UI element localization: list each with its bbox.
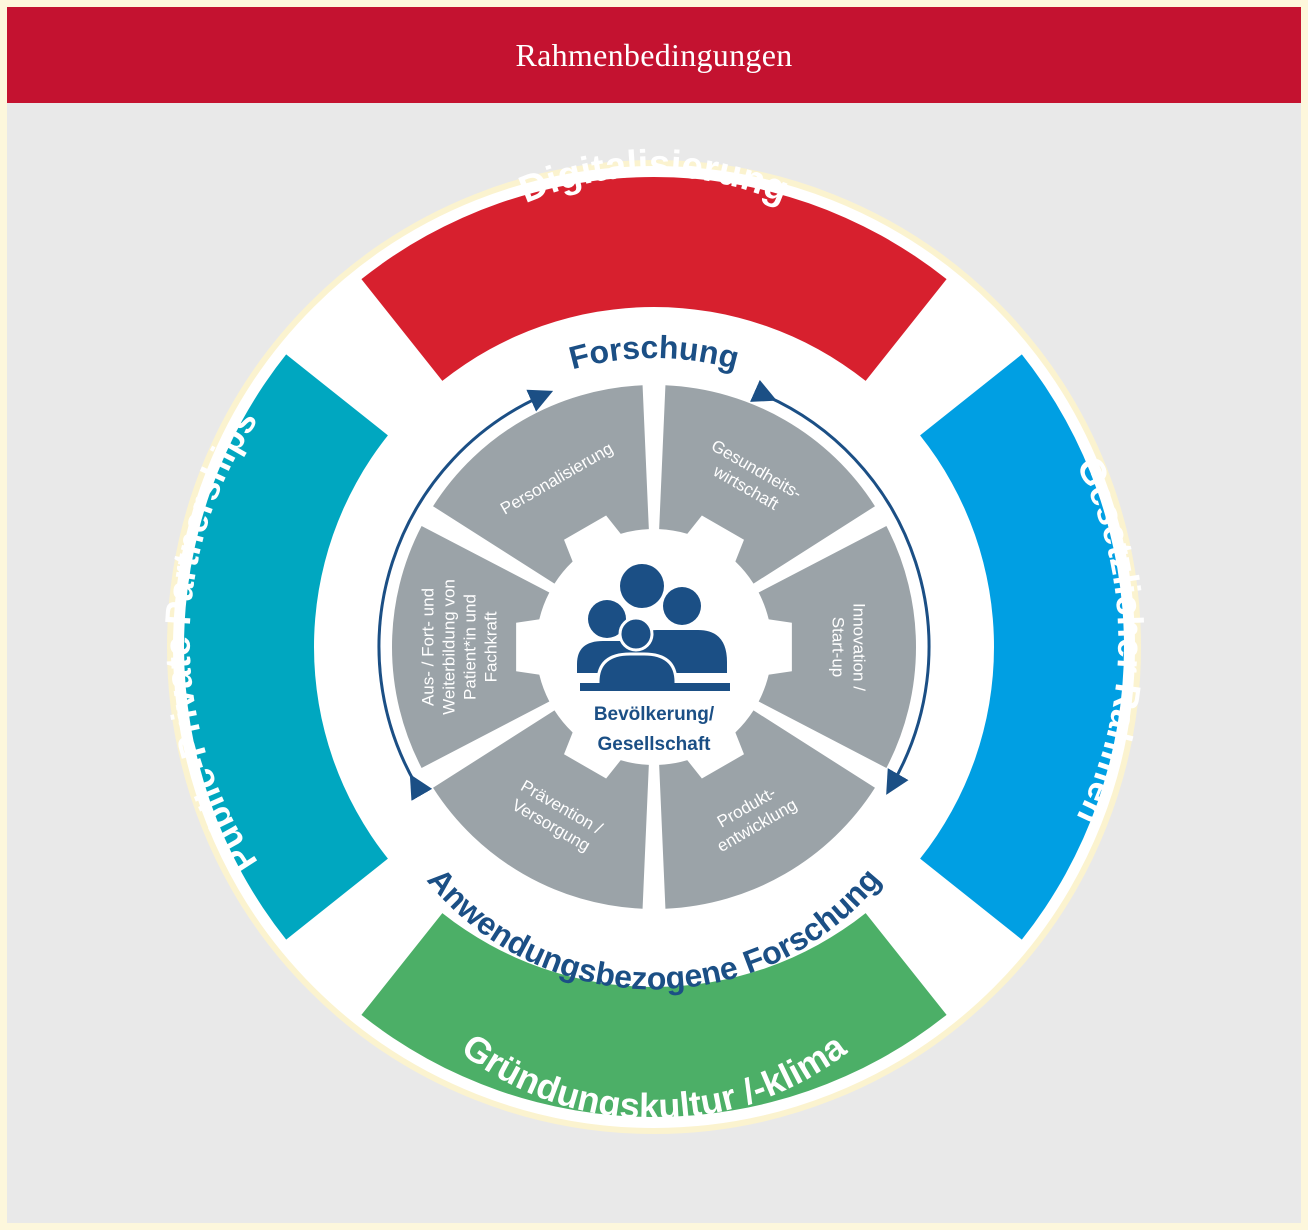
center-label-line1: Bevölkerung/ (594, 704, 715, 725)
band-public-private (183, 354, 388, 940)
research-cycle-arrows (377, 379, 931, 801)
segment-label-3: Innovation /Start-up (829, 603, 869, 691)
outer-band (183, 176, 1125, 1118)
segment-label-line: Start-up (829, 617, 848, 677)
segment-label-line: Innovation / (850, 603, 869, 691)
segment-label-line: Patient*in und (461, 594, 480, 700)
center-label-line2: Gesellschaft (598, 734, 712, 755)
segment-label-line: Weiterbildung von (440, 579, 459, 715)
arrow-left (377, 389, 554, 801)
people-group-icon (577, 564, 730, 692)
header-bar: Rahmenbedingungen (7, 7, 1301, 103)
segment-label-line: Fachkraft (482, 611, 501, 682)
page-title: Rahmenbedingungen (515, 36, 793, 73)
arrow-right (750, 379, 931, 795)
band-gruendungskultur (361, 913, 947, 1118)
band-gesetzlicher-rahmen (920, 354, 1125, 940)
band-digitalisierung (361, 176, 947, 381)
segment-label-line: Aus- / Fort- und (419, 588, 438, 706)
